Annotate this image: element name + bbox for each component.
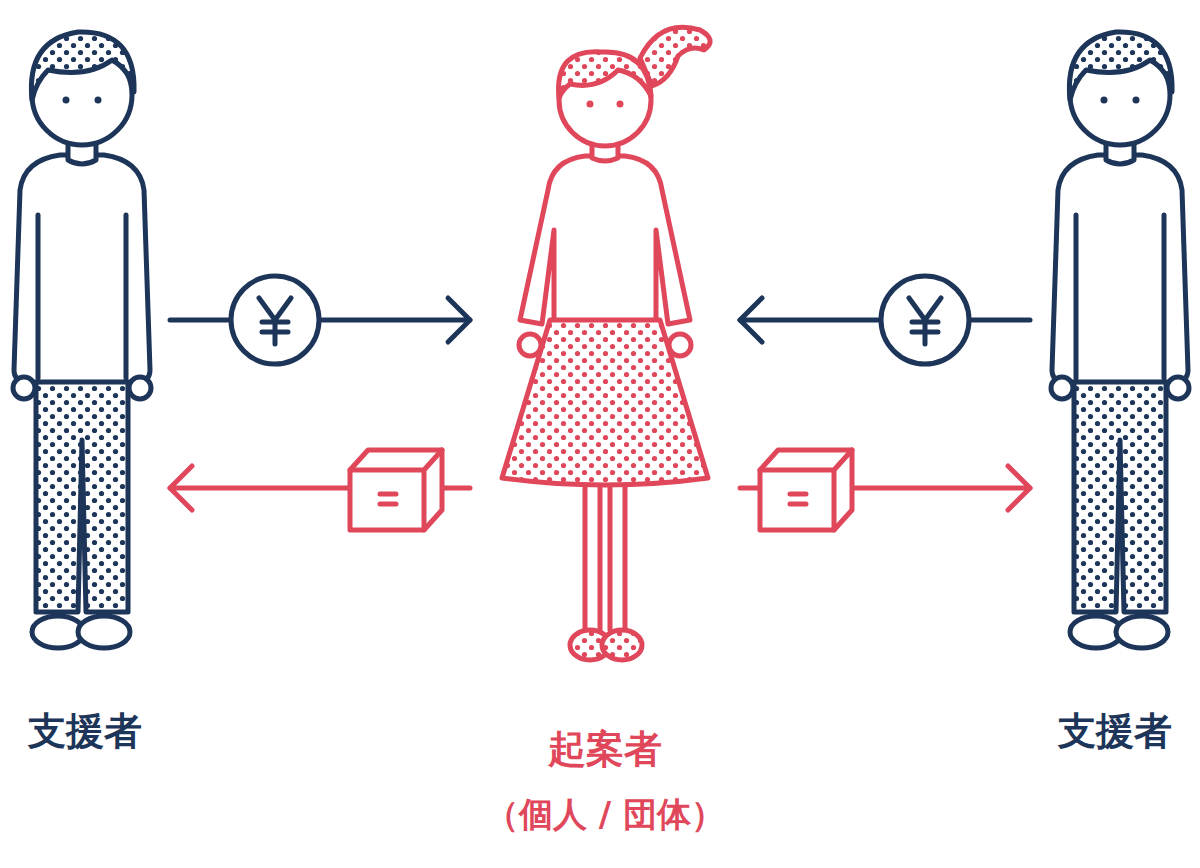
role-label: 支援者 <box>1058 709 1172 755</box>
actor-node: 支援者 <box>1030 20 1200 755</box>
arrow-head <box>740 298 762 342</box>
role-note: （個人 / 団体） <box>485 794 725 835</box>
role-label: 起案者 <box>548 727 662 773</box>
role-label: 支援者 <box>28 709 142 755</box>
yen-icon <box>881 276 969 364</box>
parcel-icon <box>350 450 442 530</box>
proposer-figure <box>502 27 710 660</box>
yen-icon <box>231 276 319 364</box>
arrow-head <box>1008 466 1030 510</box>
supporter-figure <box>1051 32 1189 648</box>
arrow-head <box>170 466 192 510</box>
parcel-icon <box>760 450 852 530</box>
supporter-figure <box>13 32 151 648</box>
arrow-head <box>448 298 470 342</box>
actor-node: 支援者 <box>0 20 170 755</box>
actor-node: 起案者 （個人 / 団体） <box>470 20 740 835</box>
